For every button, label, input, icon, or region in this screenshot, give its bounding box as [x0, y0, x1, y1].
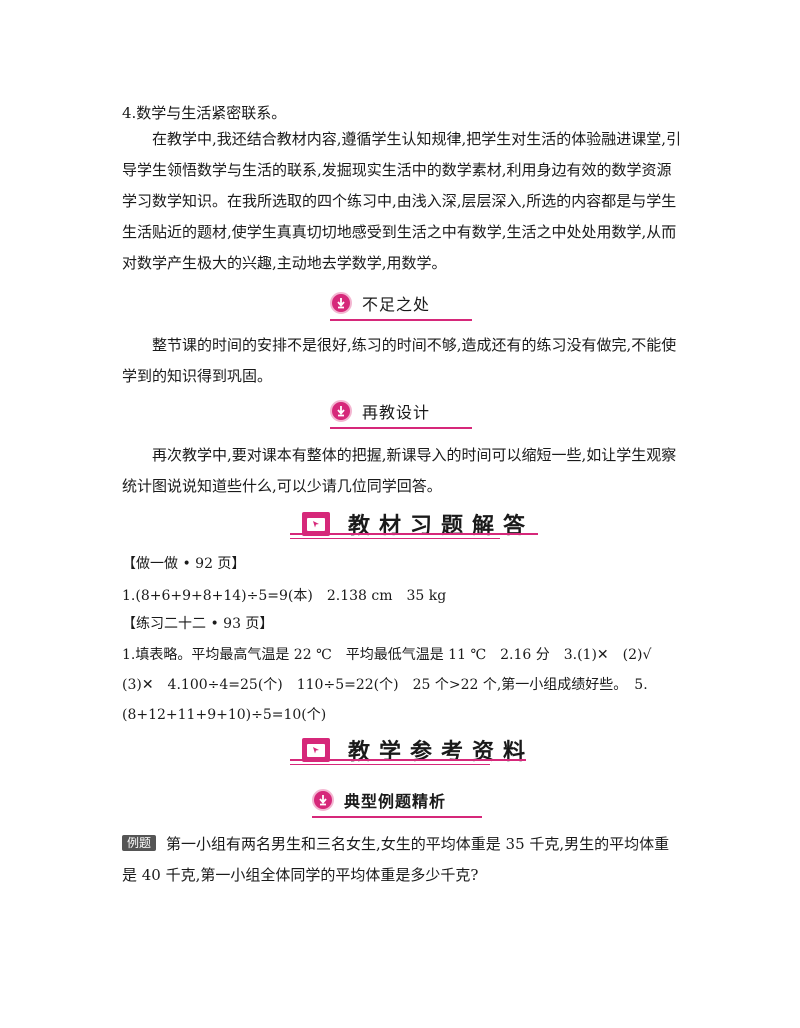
example-paragraph: 例题第一小组有两名男生和三名女生,女生的平均体重是 35 千克,男生的平均体重是… [122, 829, 682, 891]
heading-rule [290, 533, 538, 535]
down-arrow-circle-icon [330, 292, 352, 314]
reference-heading: 教学参考资料 [302, 734, 534, 766]
answers-heading-label: 教材习题解答 [348, 514, 535, 539]
example-text: 第一小组有两名男生和三名女生,女生的平均体重是 35 千克,男生的平均体重是 4… [122, 835, 670, 884]
section4-title: 4.数学与生活紧密联系。 [122, 104, 287, 122]
heading-underline [330, 319, 472, 321]
example-heading: 典型例题精析 [312, 786, 482, 818]
heading-underline [330, 427, 472, 429]
redesign-heading-label: 再教设计 [362, 403, 431, 422]
do-it-answer: 1.(8+6+9+8+14)÷5=9(本) 2.138 cm 35 kg [122, 588, 447, 604]
reference-heading-label: 教学参考资料 [348, 740, 535, 765]
redesign-heading: 再教设计 [330, 397, 472, 429]
heading-rule-thin [290, 538, 500, 539]
answers-heading: 教材习题解答 [302, 508, 534, 540]
monitor-cursor-icon [302, 738, 330, 762]
practice-label: 【练习二十二 • 93 页】 [122, 616, 274, 632]
monitor-cursor-icon [302, 512, 330, 536]
redesign-body: 再次教学中,要对课本有整体的把握,新课导入的时间可以缩短一些,如让学生观察统计图… [122, 446, 677, 495]
section4-body: 在教学中,我还结合教材内容,遵循学生认知规律,把学生对生活的体验融进课堂,引导学… [122, 130, 682, 272]
down-arrow-circle-icon [330, 400, 352, 422]
shortcomings-heading: 不足之处 [330, 289, 472, 321]
heading-rule [290, 759, 526, 761]
shortcomings-body: 整节课的时间的安排不是很好,练习的时间不够,造成还有的练习没有做完,不能使学到的… [122, 336, 677, 385]
example-heading-label: 典型例题精析 [344, 792, 447, 811]
shortcomings-heading-label: 不足之处 [362, 295, 431, 314]
heading-rule-thin [290, 764, 490, 765]
do-it-label: 【做一做 • 92 页】 [122, 556, 246, 572]
practice-answer: 1.填表略。平均最高气温是 22 ℃ 平均最低气温是 11 ℃ 2.16 分 3… [122, 647, 666, 723]
heading-underline [312, 816, 482, 818]
down-arrow-circle-icon [312, 789, 334, 811]
example-tag: 例题 [122, 835, 157, 851]
